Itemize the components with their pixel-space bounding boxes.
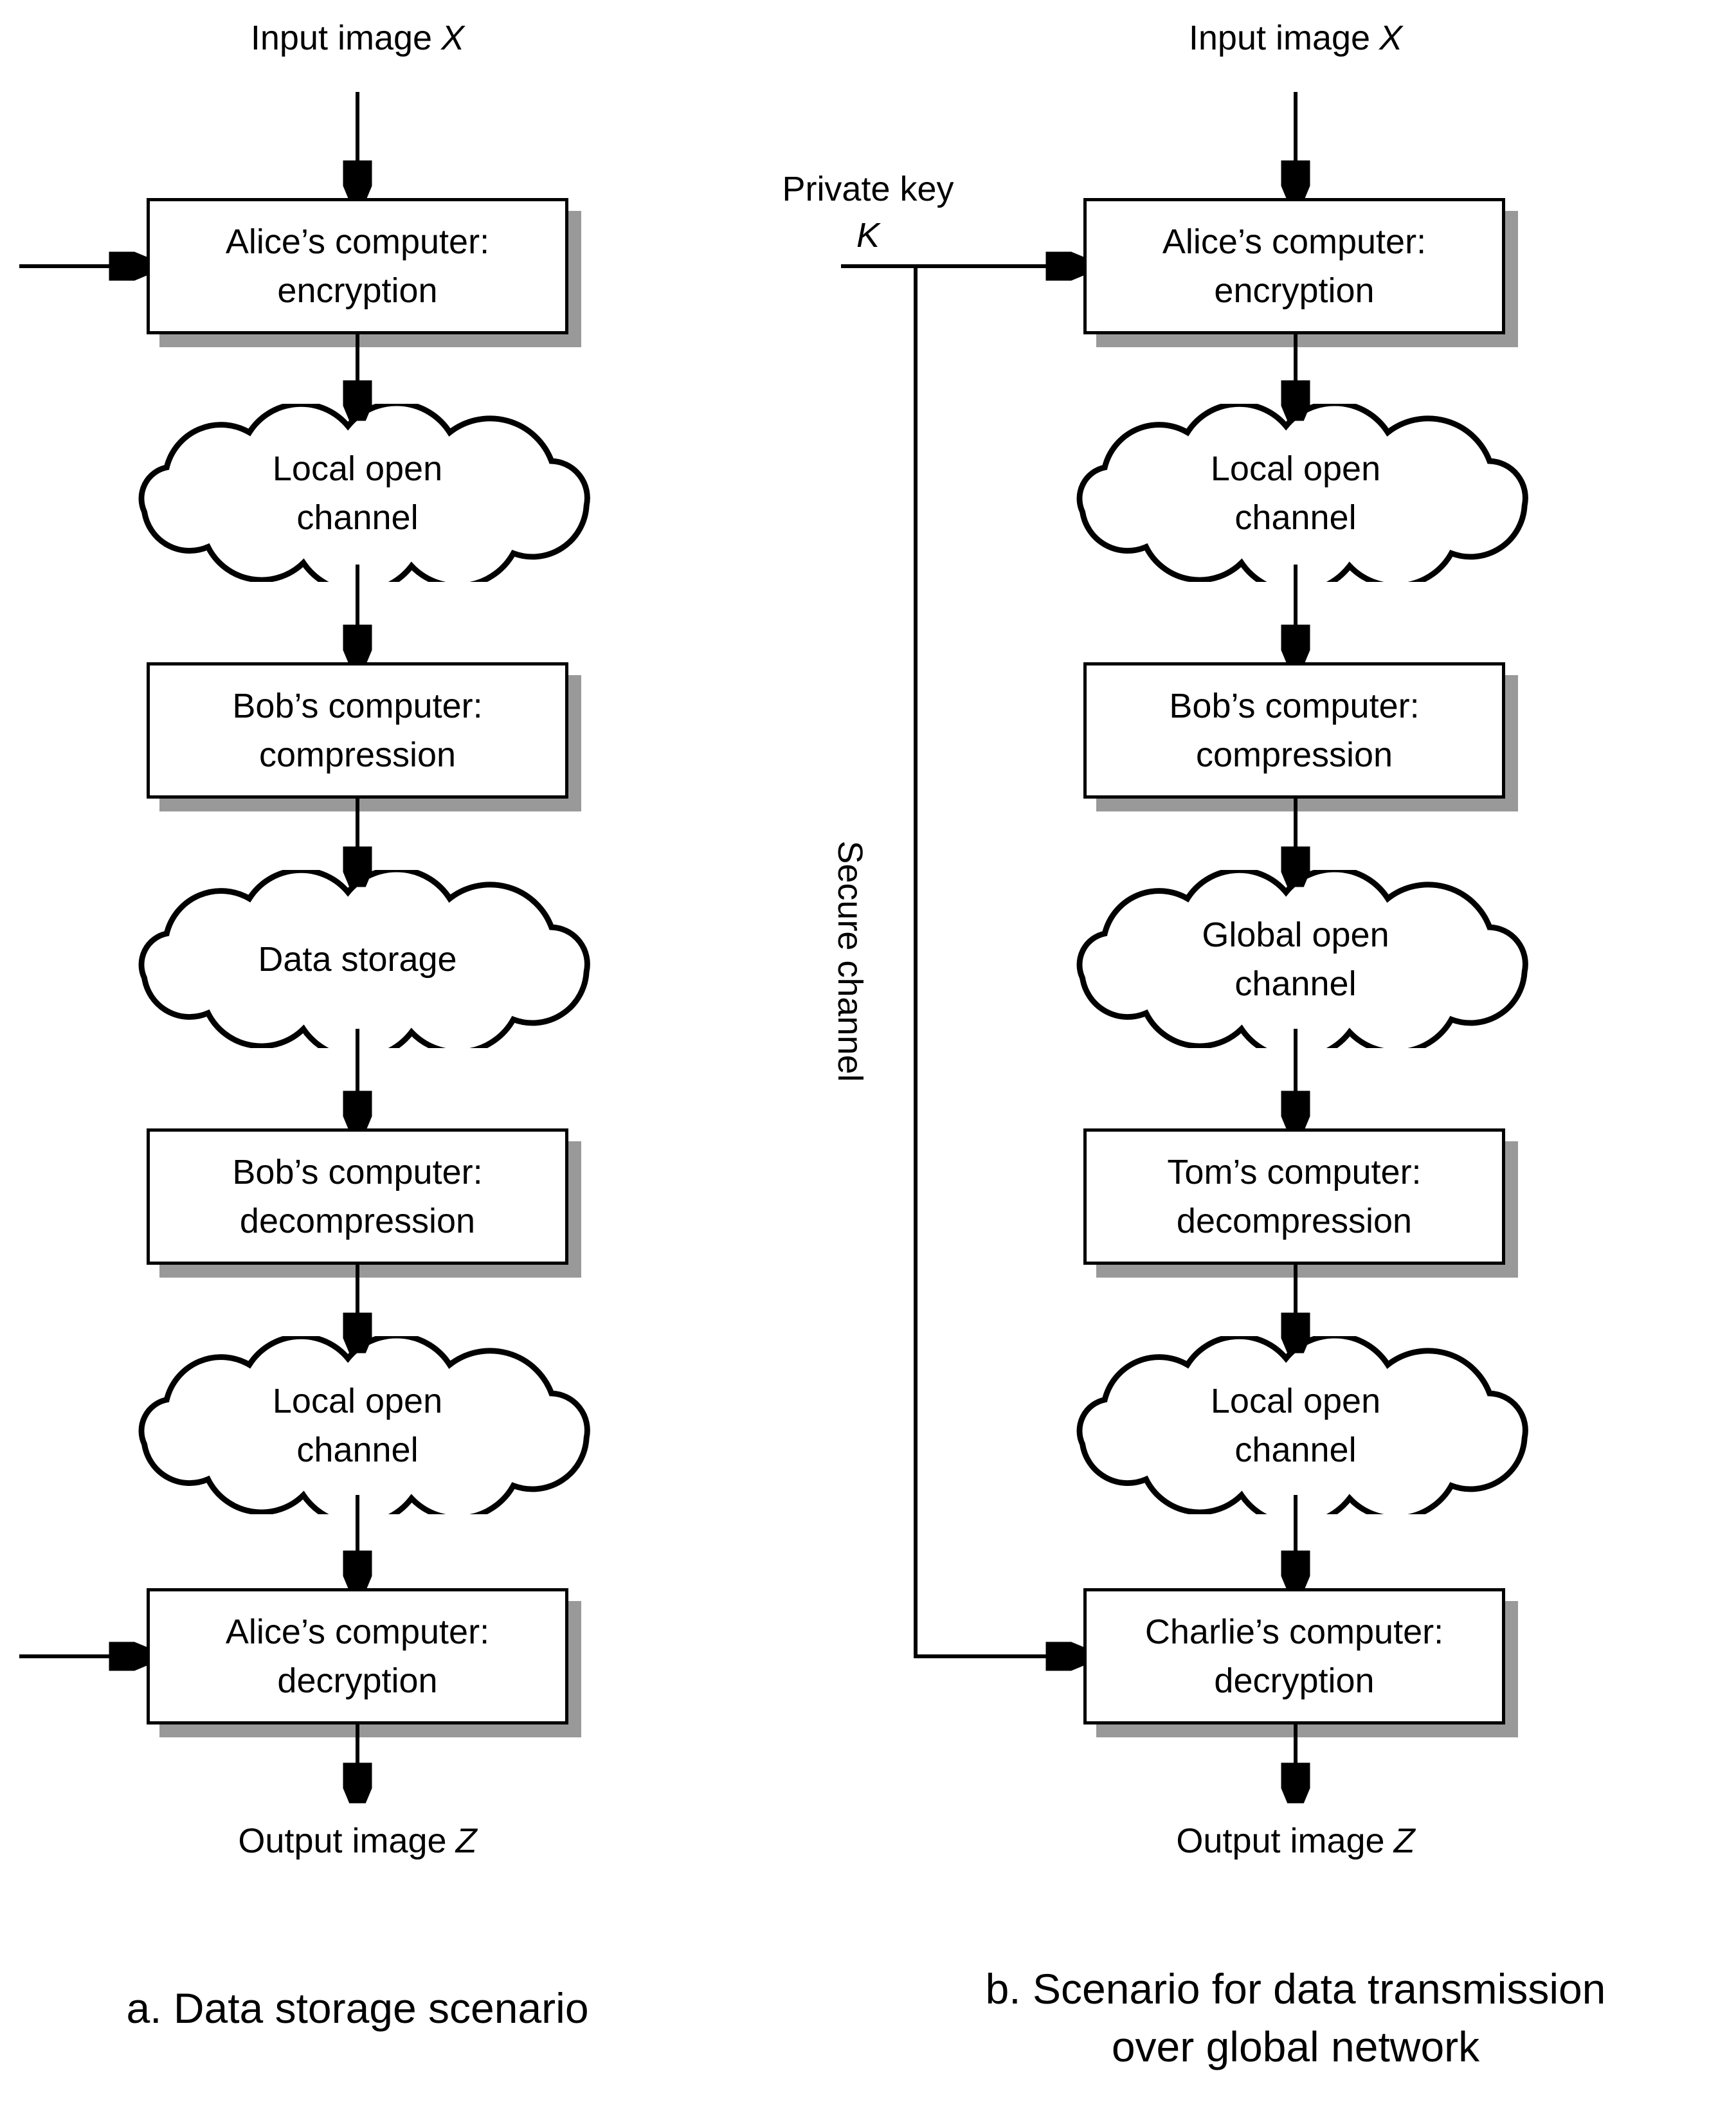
box-text-line: Alice’s computer: (225, 222, 490, 261)
input-label-b-var: X (1379, 19, 1403, 57)
cloud-text: Global open channel (1042, 870, 1550, 1048)
output-label-a-text: Output image (238, 1822, 447, 1860)
box-text-line: Charlie’s computer: (1144, 1613, 1444, 1651)
box-bob-compression-a: Bob’s computer: compression (147, 662, 568, 799)
box-text-line: Alice’s computer: (225, 1613, 490, 1651)
box-text-line: decompression (1176, 1202, 1413, 1240)
input-label-a-var: X (441, 19, 465, 57)
box-text-line: Bob’s computer: (232, 1153, 483, 1191)
box-text-line: encryption (1214, 271, 1375, 310)
box-text-line: decompression (239, 1202, 476, 1240)
box-text-line: Bob’s computer: (232, 687, 483, 725)
box-alice-encryption-b: Alice’s computer: encryption (1083, 198, 1505, 334)
cloud-local-open-channel-b2: Local open channel (1042, 1336, 1550, 1514)
caption-b-line1: b. Scenario for data transmission (985, 1965, 1606, 2013)
cloud-text: Local open channel (104, 404, 611, 582)
cloud-data-storage-a: Data storage (104, 870, 611, 1048)
secure-channel-label: Secure channel (831, 840, 869, 1082)
box-text-line: Bob’s computer: (1169, 687, 1420, 725)
cloud-local-open-channel-b1: Local open channel (1042, 404, 1550, 582)
private-key-text: Private key (782, 170, 954, 208)
cloud-text-line: Local open (1210, 1381, 1381, 1420)
box-bob-compression-b: Bob’s computer: compression (1083, 662, 1505, 799)
output-label-a-var: Z (455, 1822, 477, 1860)
box-text-line: decryption (277, 1661, 438, 1700)
cloud-text-line: Local open (272, 1381, 443, 1420)
box-tom-decompression-b: Tom’s computer: decompression (1083, 1128, 1505, 1265)
cloud-text-line: channel (296, 1430, 419, 1469)
caption-scenario-a: a. Data storage scenario (36, 1979, 679, 2037)
input-label-a-text: Input image (250, 19, 433, 57)
cloud-text: Data storage (104, 870, 611, 1048)
private-key-var: K (856, 216, 880, 255)
cloud-text-line: channel (1234, 1430, 1357, 1469)
cloud-text-line: channel (1234, 498, 1357, 537)
cloud-text-line: Local open (1210, 449, 1381, 488)
box-alice-encryption-a: Alice’s computer: encryption (147, 198, 568, 334)
box-charlie-decryption-b: Charlie’s computer: decryption (1083, 1588, 1505, 1724)
box-text-line: Tom’s computer: (1167, 1153, 1422, 1191)
private-key-label: Private key K (739, 166, 997, 258)
box-text-line: encryption (277, 271, 438, 310)
cloud-global-open-channel-b: Global open channel (1042, 870, 1550, 1048)
cloud-text: Local open channel (1042, 404, 1550, 582)
cloud-text-line: channel (296, 498, 419, 537)
caption-b-line2: over global network (1111, 2023, 1480, 2070)
caption-a-line: a. Data storage scenario (126, 1984, 589, 2032)
cloud-local-open-channel-a1: Local open channel (104, 404, 611, 582)
input-label-b-text: Input image (1188, 19, 1371, 57)
box-alice-decryption-a: Alice’s computer: decryption (147, 1588, 568, 1724)
box-text-line: decryption (1214, 1661, 1375, 1700)
cloud-text-line: channel (1234, 964, 1357, 1003)
output-label-b-var: Z (1393, 1822, 1415, 1860)
cloud-text-line: Data storage (258, 939, 457, 979)
cloud-text-line: Global open (1202, 915, 1389, 954)
cloud-text-line: Local open (272, 449, 443, 488)
box-text-line: Alice’s computer: (1162, 222, 1427, 261)
box-text-line: compression (1195, 736, 1393, 774)
caption-scenario-b: b. Scenario for data transmission over g… (910, 1960, 1681, 2076)
cloud-local-open-channel-a2: Local open channel (104, 1336, 611, 1514)
output-label-b-text: Output image (1176, 1822, 1385, 1860)
cloud-text: Local open channel (104, 1336, 611, 1514)
box-text-line: compression (258, 736, 457, 774)
cloud-text: Local open channel (1042, 1336, 1550, 1514)
box-bob-decompression-a: Bob’s computer: decompression (147, 1128, 568, 1265)
